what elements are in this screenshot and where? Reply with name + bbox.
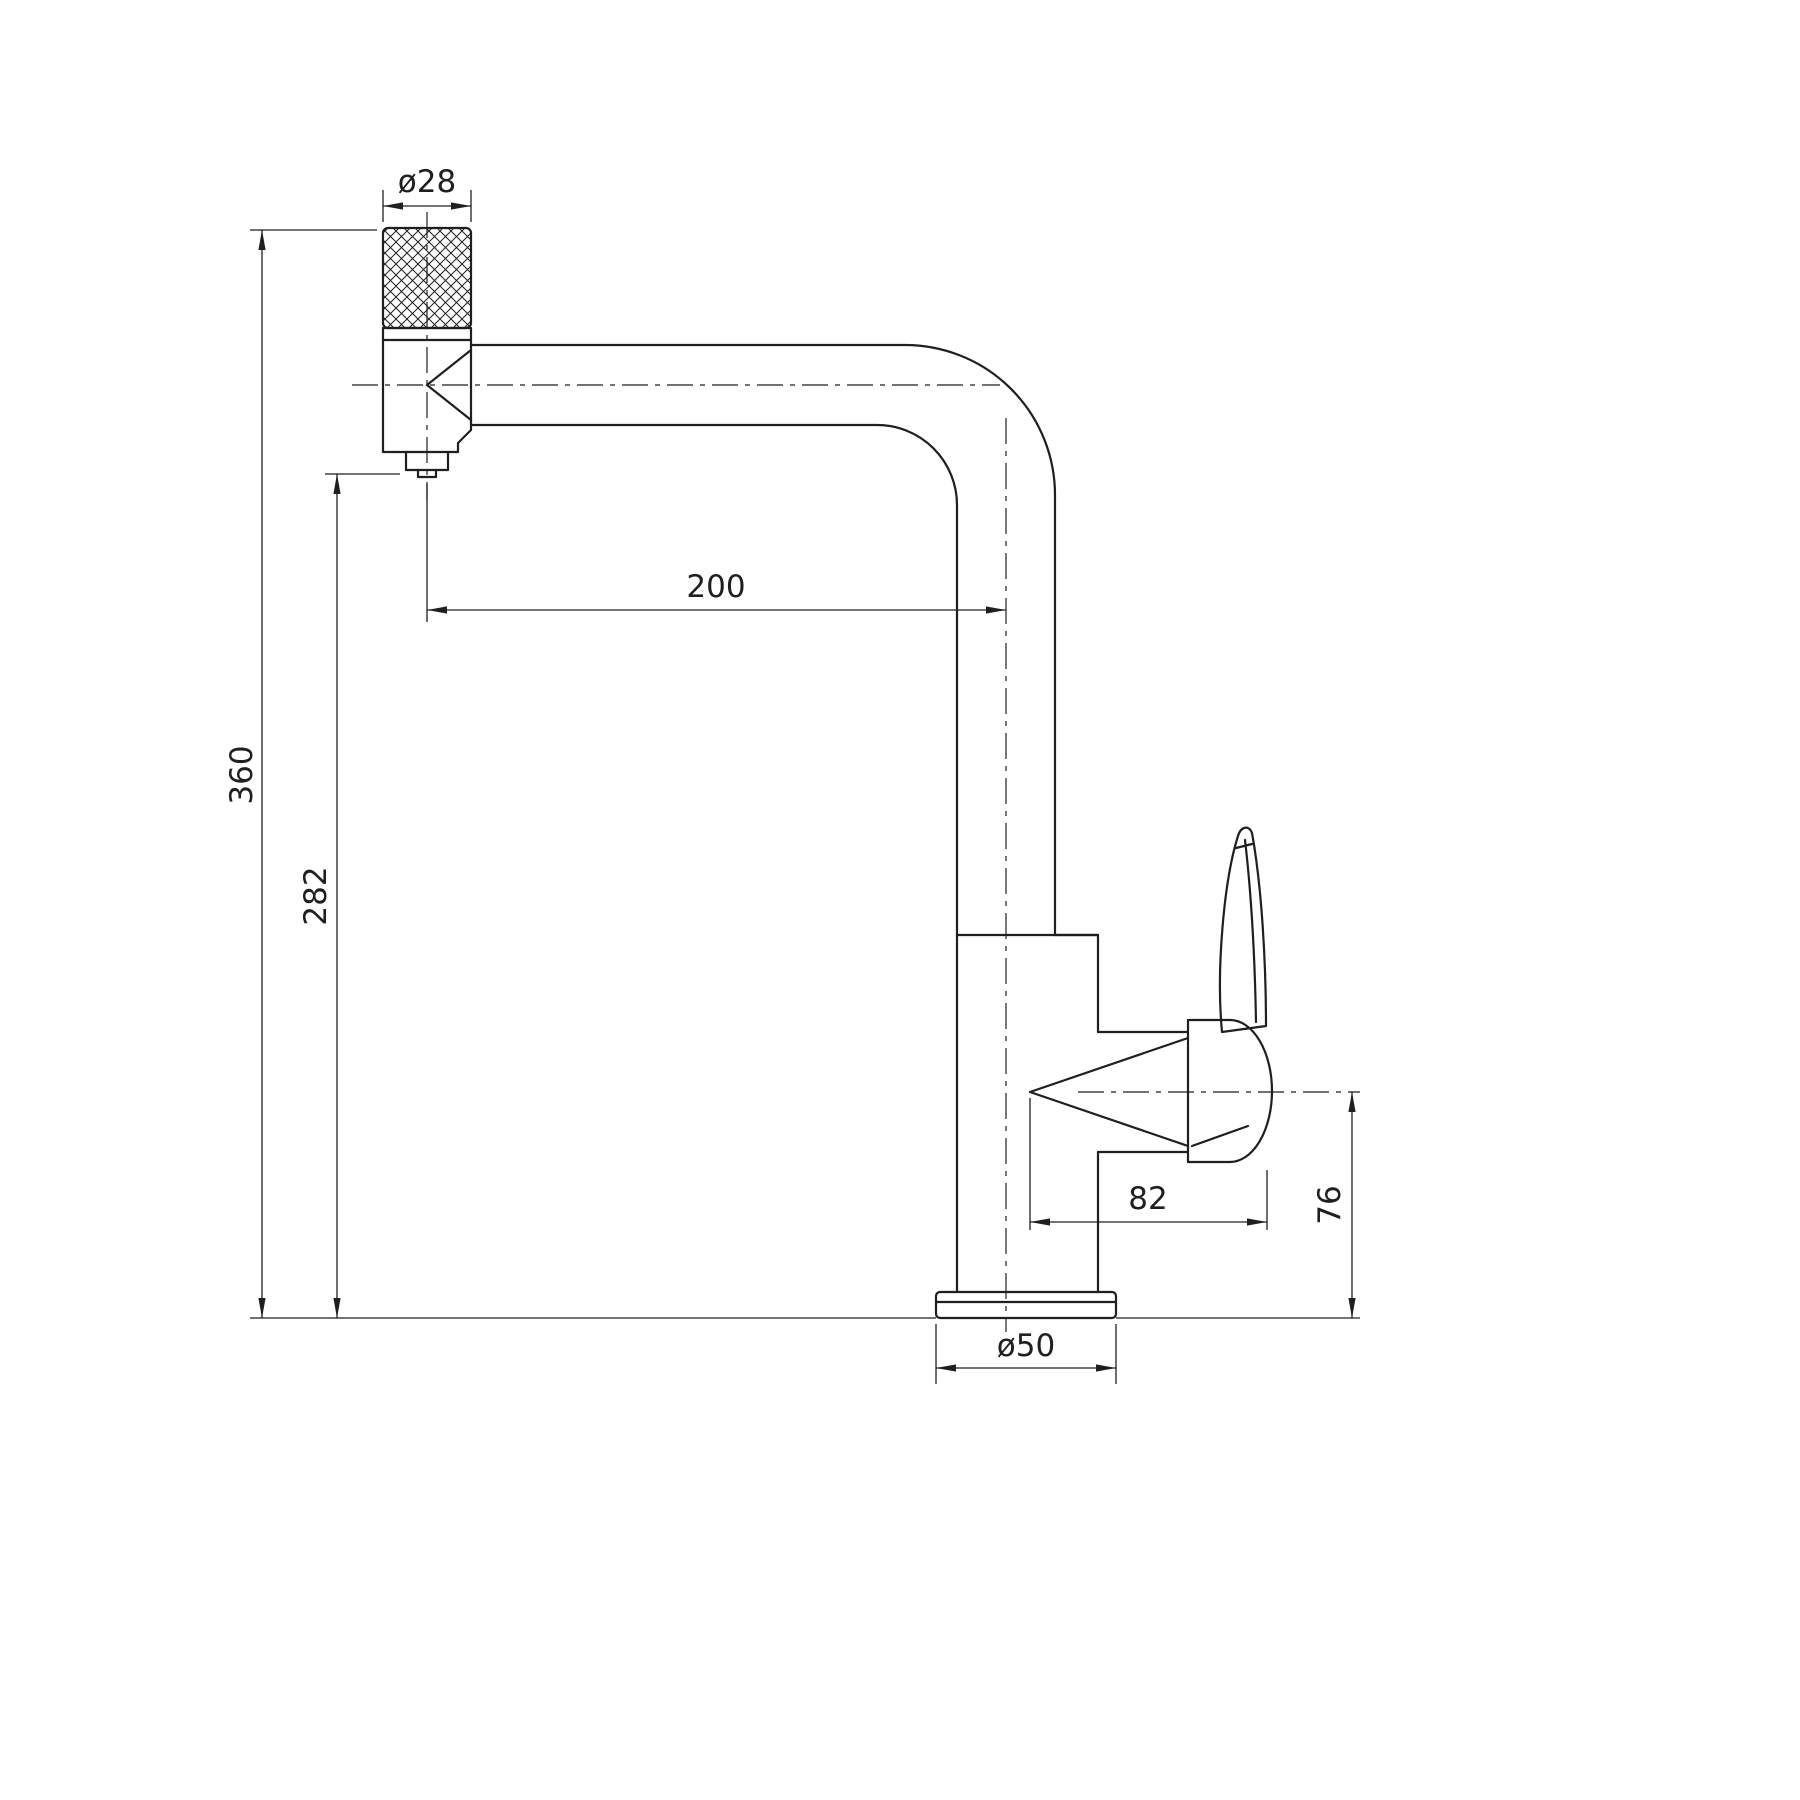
handle-lever-inner-line	[1243, 838, 1258, 1024]
dim-label-total-height: 360	[224, 745, 260, 804]
dimension-total-height: 360	[224, 229, 377, 1318]
dim-label-handle-reach: 82	[1128, 1181, 1167, 1217]
dim-label-outlet-height: 282	[298, 866, 334, 925]
dimension-handle-axis-height: 76	[1312, 1092, 1356, 1318]
handle-lever	[1218, 826, 1268, 1034]
dimension-outlet-height: 282	[298, 473, 400, 1318]
spout-arm-outer	[469, 343, 1057, 937]
dim-label-base-diameter: ø50	[997, 1328, 1055, 1364]
cartridge-housing	[1096, 1030, 1190, 1154]
handle-cap	[1186, 1018, 1274, 1164]
spout-arm-inner	[469, 423, 959, 937]
handle-lever-tip-detail	[1234, 842, 1254, 850]
dim-label-spout-reach: 200	[686, 569, 745, 605]
dimension-spout-reach: 200	[426, 484, 1006, 622]
centerlines	[352, 212, 1360, 1332]
spout-outlet-body	[381, 326, 473, 454]
dim-label-handle-axis-height: 76	[1312, 1185, 1348, 1224]
dimension-spout-tip-diameter: ø28	[382, 164, 472, 222]
base-flange	[934, 1290, 1118, 1320]
cartridge-cone-symbol	[1028, 1036, 1190, 1148]
dimension-base-diameter: ø50	[935, 1324, 1117, 1384]
faucet-outline	[381, 226, 1274, 1320]
dimension-handle-reach: 82	[1029, 1098, 1268, 1230]
handle-cap-detail	[1190, 1124, 1250, 1148]
aerator-nub	[416, 468, 438, 479]
outlet-cone-symbol	[425, 348, 473, 422]
dim-label-spout-tip-diameter: ø28	[398, 164, 456, 200]
